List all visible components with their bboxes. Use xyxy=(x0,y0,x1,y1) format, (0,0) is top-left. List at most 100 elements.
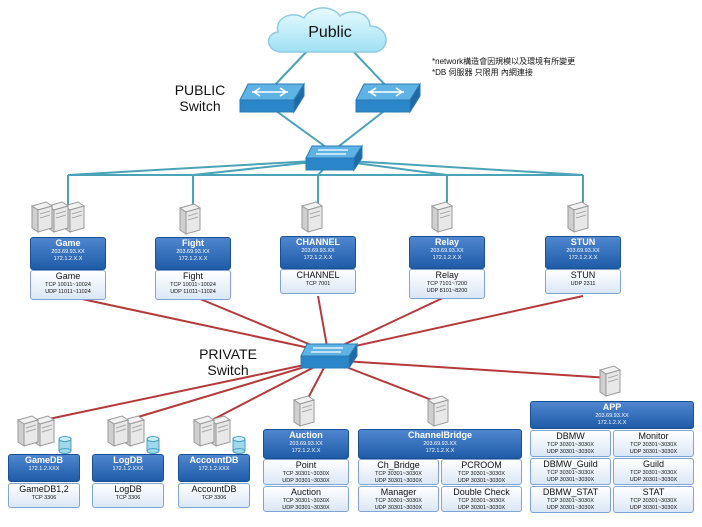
game-server-header: Game 203.69.93.XX 172.1.2.X.X xyxy=(30,237,106,270)
relay-server-header: Relay 203.69.93.XX 172.1.2.X.X xyxy=(409,236,485,269)
public-switch-label: PUBLIC Switch xyxy=(174,82,226,114)
service-port: TCP 30301~3030X xyxy=(375,471,422,477)
server-ip-private: 172.1.2.XXX xyxy=(198,466,230,472)
server-ip-private: 172.1.2.XXX xyxy=(28,466,60,472)
service-name: GameDB1,2 xyxy=(19,484,69,494)
service-port: UDP 30301~3030X xyxy=(546,504,595,511)
service-name: DBMW_Guild xyxy=(543,459,598,469)
service-name: Monitor xyxy=(638,431,669,441)
service-name: LogDB xyxy=(114,484,142,494)
gamedb-server-icon xyxy=(16,415,56,447)
service-name: Game xyxy=(55,271,81,281)
auction-server-icon xyxy=(292,395,316,427)
service-port: TCP 10011~10024 xyxy=(170,282,216,288)
service-port: TCP 30301~3030X xyxy=(630,470,677,476)
auction-sub-auction: Auction TCP 30301~3030X UDP 30301~3030X xyxy=(263,486,349,512)
service-port: TCP 30301~3030X xyxy=(630,498,677,504)
public-link xyxy=(331,159,584,176)
public-cloud-icon xyxy=(268,7,387,53)
private-switch-label: PRIVATE Switch xyxy=(199,346,257,378)
app-sub-dbmw: DBMW TCP 30301~3030X UDP 30301~3030X xyxy=(530,430,611,457)
service-name: Relay xyxy=(435,270,459,280)
service-name: Auction xyxy=(290,487,322,497)
service-port: TCP 30301~3030X xyxy=(458,498,505,504)
server-ip-private: 172.1.2.X.X xyxy=(425,447,455,454)
note-network: *network構造會因規模以及環境有所變更 xyxy=(432,57,576,66)
service-port: TCP 30301~3030X xyxy=(375,498,422,504)
server-name: CHANNEL xyxy=(296,237,340,247)
service-name: STAT xyxy=(642,487,665,497)
service-name: Ch_Bridge xyxy=(377,460,420,470)
private-link xyxy=(327,295,448,353)
logdb-server-icon xyxy=(106,415,146,447)
relay-server-icon xyxy=(430,201,454,233)
fight-server-icon xyxy=(178,203,202,235)
service-port: TCP 3306 xyxy=(115,495,141,501)
logdb-database-icon xyxy=(146,436,160,454)
service-name: Manager xyxy=(380,487,417,497)
private-link xyxy=(327,295,584,353)
server-name: Game xyxy=(55,238,81,248)
service-name: Guild xyxy=(642,459,664,469)
gamedb-header: GameDB 172.1.2.XXX xyxy=(8,454,80,482)
service-name: AccountDB xyxy=(191,484,237,494)
server-ip-public: 203.69.93.XX xyxy=(51,249,85,255)
service-name: STUN xyxy=(570,270,596,280)
public-link xyxy=(271,107,331,151)
relay-server-detail: Relay TCP 7101~7200 UDP 8101~8200 xyxy=(409,269,485,299)
app-sub-guild: Guild TCP 30301~3030X UDP 30301~3030X xyxy=(613,458,694,485)
cloud-label: Public xyxy=(308,24,352,41)
server-name: GameDB xyxy=(24,455,63,465)
server-ip-private: 172.1.2.XXX xyxy=(112,466,144,472)
app-sub-stat: STAT TCP 30301~3030X UDP 30301~3030X xyxy=(613,486,694,513)
server-ip-private: 172.1.2.X.X xyxy=(303,254,333,261)
app-server-header: APP 203.69.93.XX 172.1.2.X.X xyxy=(530,401,694,429)
service-name: DBMW_STAT xyxy=(542,487,599,497)
server-ip-private: 172.1.2.X.X xyxy=(291,447,321,454)
server-name: APP xyxy=(602,402,622,412)
service-port: TCP 30301~3030X xyxy=(458,471,505,477)
service-port: UDP 30301~3030X xyxy=(629,448,678,455)
service-port: UDP 2311 xyxy=(570,281,596,287)
server-ip-public: 203.69.93.XX xyxy=(423,441,457,447)
server-ip-public: 203.69.93.XX xyxy=(595,413,629,419)
service-port: UDP 30301~3030X xyxy=(374,477,423,484)
server-name: LogDB xyxy=(113,455,143,465)
channel-server-header: CHANNEL 203.69.93.XX 172.1.2.X.X xyxy=(280,236,356,269)
channelbridge-sub-manager: Manager TCP 30301~3030X UDP 30301~3030X xyxy=(358,486,439,512)
service-port: TCP 30301~3030X xyxy=(547,498,594,504)
server-ip-private: 172.1.2.X.X xyxy=(53,255,83,262)
service-port: UDP 30301~3030X xyxy=(457,504,506,511)
fight-server-detail: Fight TCP 10011~10024 UDP 11011~11024 xyxy=(155,270,231,300)
service-port: UDP 30301~3030X xyxy=(457,477,506,484)
service-port: UDP 30301~3030X xyxy=(282,477,330,484)
server-name: STUN xyxy=(570,237,596,247)
stun-server-header: STUN 203.69.93.XX 172.1.2.X.X xyxy=(545,236,621,269)
public-link xyxy=(67,159,333,176)
channelbridge-sub-pcroom: PCROOM TCP 30301~3030X UDP 30301~3030X xyxy=(441,459,522,485)
auction-server-header: Auction 203.69.93.XX 172.1.2.X.X xyxy=(263,429,349,459)
service-port: UDP 8101~8200 xyxy=(426,287,468,294)
service-name: Point xyxy=(295,460,317,470)
service-port: UDP 30301~3030X xyxy=(282,504,330,511)
service-port: TCP 30301~3030X xyxy=(547,470,594,476)
public-router-right-icon xyxy=(355,82,421,114)
accountdb-detail: AccountDB TCP 3306 xyxy=(178,483,250,508)
game-server-icon xyxy=(30,201,86,233)
channelbridge-sub-chbridge: Ch_Bridge TCP 30301~3030X UDP 30301~3030… xyxy=(358,459,439,485)
server-ip-private: 172.1.2.X.X xyxy=(568,254,598,261)
server-ip-public: 203.69.93.XX xyxy=(289,441,323,447)
channel-server-icon xyxy=(300,201,324,233)
gamedb-database-icon xyxy=(58,436,72,454)
auction-sub-point: Point TCP 30301~3030X UDP 30301~3030X xyxy=(263,459,349,485)
private-link xyxy=(327,359,611,379)
service-port: UDP 11011~11024 xyxy=(170,288,216,295)
app-sub-dbmw-stat: DBMW_STAT TCP 30301~3030X UDP 30301~3030… xyxy=(530,486,611,513)
service-port: TCP 3306 xyxy=(31,495,57,501)
service-name: DBMW xyxy=(556,431,585,441)
gamedb-detail: GameDB1,2 TCP 3306 xyxy=(8,483,80,508)
logdb-header: LogDB 172.1.2.XXX xyxy=(92,454,164,482)
service-port: TCP 30301~3030X xyxy=(547,442,594,448)
private-link xyxy=(211,359,329,421)
